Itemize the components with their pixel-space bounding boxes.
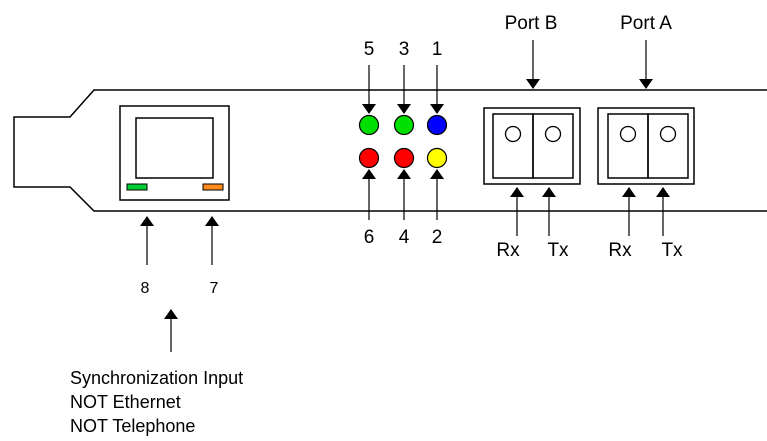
port-a-tx-slot xyxy=(647,113,689,179)
led-label-3: 3 xyxy=(399,39,410,60)
port-b-housing xyxy=(483,107,581,185)
port-a-label: Port A xyxy=(620,13,672,34)
led-5 xyxy=(358,114,380,136)
port-b-rx-label: Rx xyxy=(496,240,520,261)
rj45-opening xyxy=(135,117,214,179)
port-a-rx-ferrule xyxy=(619,125,637,143)
led-3 xyxy=(393,114,415,136)
card-bracket-outline xyxy=(13,89,767,212)
led-4 xyxy=(393,147,415,169)
port-b-label: Port B xyxy=(505,13,558,34)
sync-note-line-2: NOT Ethernet xyxy=(70,392,181,412)
port-b-tx-label: Tx xyxy=(547,240,569,261)
port-arrows xyxy=(510,40,670,236)
led-1 xyxy=(426,114,448,136)
port-a-tx-ferrule xyxy=(659,125,677,143)
rj45-housing xyxy=(119,105,230,201)
port-a-tx-label: Tx xyxy=(661,240,683,261)
port-b-connector xyxy=(483,107,581,185)
rj45-arrows xyxy=(140,216,219,352)
port-b-tx-ferrule xyxy=(544,125,562,143)
port-b-rx-ferrule xyxy=(504,125,522,143)
status-led-group xyxy=(358,114,448,169)
led-6 xyxy=(358,147,380,169)
led-label-1: 1 xyxy=(432,39,443,60)
port-a-connector xyxy=(597,107,695,185)
port-b-rx-slot xyxy=(492,113,534,179)
rj45-led-left xyxy=(126,183,148,191)
led-label-4: 4 xyxy=(399,227,410,248)
led-label-5: 5 xyxy=(364,39,375,60)
sync-note-line-1: Synchronization Input xyxy=(70,368,243,388)
rj45-led-right xyxy=(202,183,224,191)
rj45-led-label-7: 7 xyxy=(210,280,219,297)
sync-note-line-3: NOT Telephone xyxy=(70,416,195,436)
port-a-rx-slot xyxy=(607,113,649,179)
rj45-led-label-8: 8 xyxy=(141,280,150,297)
port-a-rx-label: Rx xyxy=(608,240,632,261)
led-label-2: 2 xyxy=(432,227,443,248)
led-label-6: 6 xyxy=(364,227,375,248)
led-arrows xyxy=(362,65,444,220)
led-2 xyxy=(426,147,448,169)
rj45-jack xyxy=(119,105,230,201)
port-a-housing xyxy=(597,107,695,185)
port-b-tx-slot xyxy=(532,113,574,179)
